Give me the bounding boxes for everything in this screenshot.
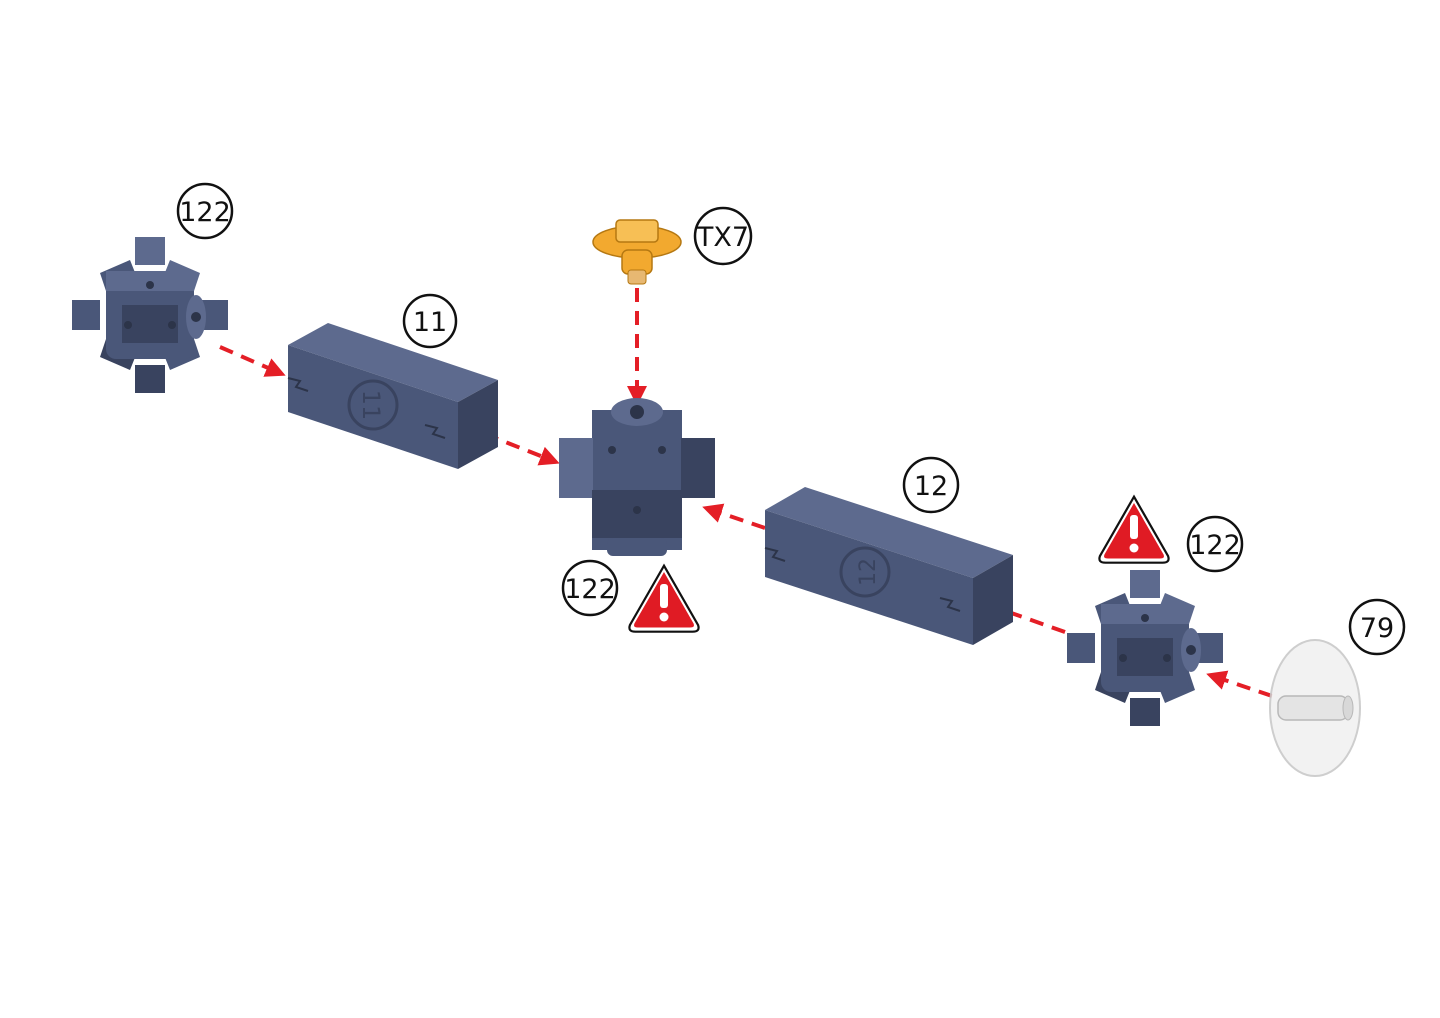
beam-12: 12 (765, 487, 1013, 645)
arrow-beam-12-to-center (706, 508, 765, 528)
callout-122-left: 122 (178, 184, 232, 238)
warning-icon (629, 566, 698, 632)
callout-label: 12 (914, 471, 948, 502)
arrow-connector-to-beam-11 (220, 347, 282, 374)
callout-label: 122 (1189, 530, 1241, 561)
clip-tx7 (593, 220, 681, 284)
warning-icon (1099, 497, 1168, 563)
callout-11: 11 (404, 295, 456, 347)
beam-11: 11 (288, 323, 498, 469)
callout-label: TX7 (696, 222, 749, 253)
callout-122-center: 122 (563, 561, 617, 615)
callout-79: 79 (1350, 600, 1404, 654)
callout-12: 12 (904, 458, 958, 512)
connector-right (1067, 570, 1223, 726)
callout-label: 122 (179, 197, 231, 228)
callout-label: 79 (1360, 613, 1394, 644)
connector-center (559, 398, 715, 556)
callout-tx7: TX7 (695, 208, 751, 264)
wheel-79 (1270, 640, 1360, 776)
callout-label: 122 (564, 574, 616, 605)
beam-12-mark: 12 (856, 558, 881, 586)
beam-11-mark: 11 (357, 390, 385, 421)
connector-left (72, 237, 228, 393)
callout-122-right: 122 (1188, 517, 1242, 571)
arrow-wheel-to-right-connector (1210, 675, 1272, 696)
callout-label: 11 (413, 307, 447, 338)
